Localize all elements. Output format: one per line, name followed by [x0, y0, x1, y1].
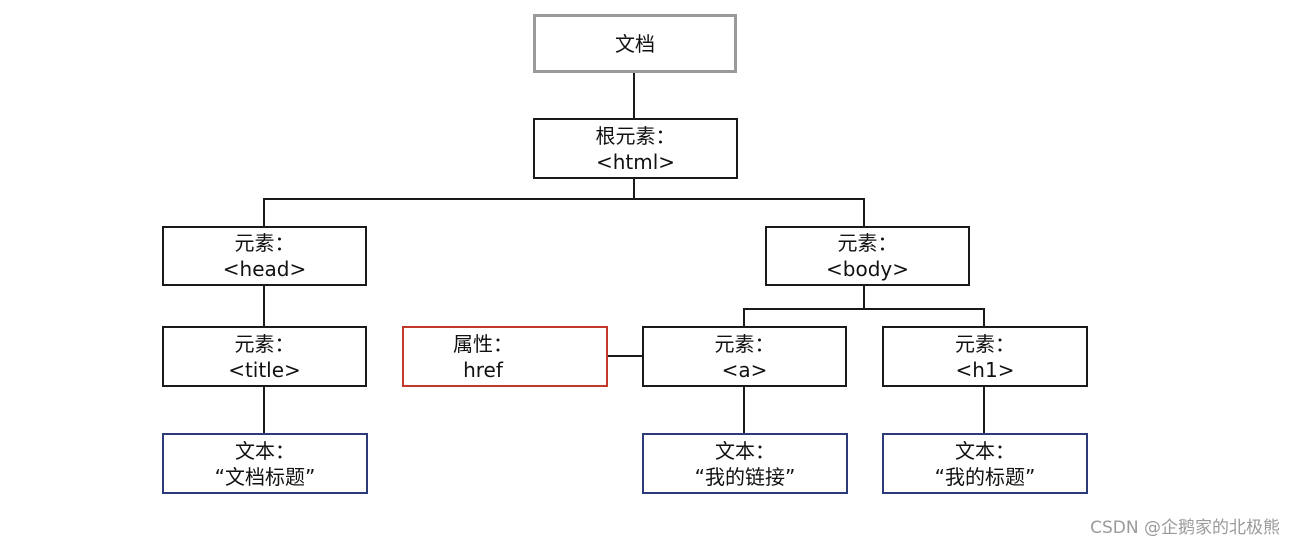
- edge-body-children: [743, 308, 985, 326]
- head-element-node: 元素： <head>: [162, 226, 367, 286]
- node-tag-label: <a>: [721, 357, 768, 382]
- node-text-value: “我的标题”: [934, 464, 1036, 489]
- node-tag-label: <body>: [826, 257, 909, 281]
- node-text-value: “我的链接”: [694, 464, 796, 489]
- node-type-label: 文本：: [235, 438, 295, 463]
- title-text-node: 文本： “文档标题”: [162, 433, 368, 494]
- document-label: 文档: [615, 31, 655, 56]
- node-type-label: 元素：: [837, 231, 898, 255]
- node-tag-label: <h1>: [955, 357, 1015, 382]
- href-attribute-node: 属性： href: [402, 326, 608, 387]
- h1-text-node: 文本： “我的标题”: [882, 433, 1088, 494]
- node-tag-label: <title>: [228, 357, 301, 382]
- document-node: 文档: [533, 14, 737, 73]
- edge-html-children: [263, 198, 865, 226]
- body-element-node: 元素： <body>: [765, 226, 970, 286]
- html-element-node: 根元素： <html>: [533, 118, 738, 179]
- node-type-label: 元素：: [234, 231, 295, 255]
- h1-element-node: 元素： <h1>: [882, 326, 1088, 387]
- a-element-node: 元素： <a>: [642, 326, 847, 387]
- node-type-label: 元素：: [714, 331, 775, 356]
- node-type-label: 文本：: [715, 438, 775, 463]
- node-type-label: 文本：: [955, 438, 1015, 463]
- node-type-label: 根元素：: [595, 123, 676, 148]
- link-text-node: 文本： “我的链接”: [642, 433, 848, 494]
- node-tag-label: <head>: [222, 257, 307, 281]
- node-type-label: 元素：: [955, 331, 1015, 356]
- node-type-label: 属性：: [453, 331, 513, 356]
- node-tag-label: <html>: [595, 149, 676, 174]
- node-type-label: 元素：: [234, 331, 295, 356]
- title-element-node: 元素： <title>: [162, 326, 367, 387]
- watermark: CSDN @企鹅家的北极熊: [1090, 518, 1280, 538]
- node-text-value: “文档标题”: [214, 464, 316, 489]
- node-attr-label: href: [463, 357, 503, 382]
